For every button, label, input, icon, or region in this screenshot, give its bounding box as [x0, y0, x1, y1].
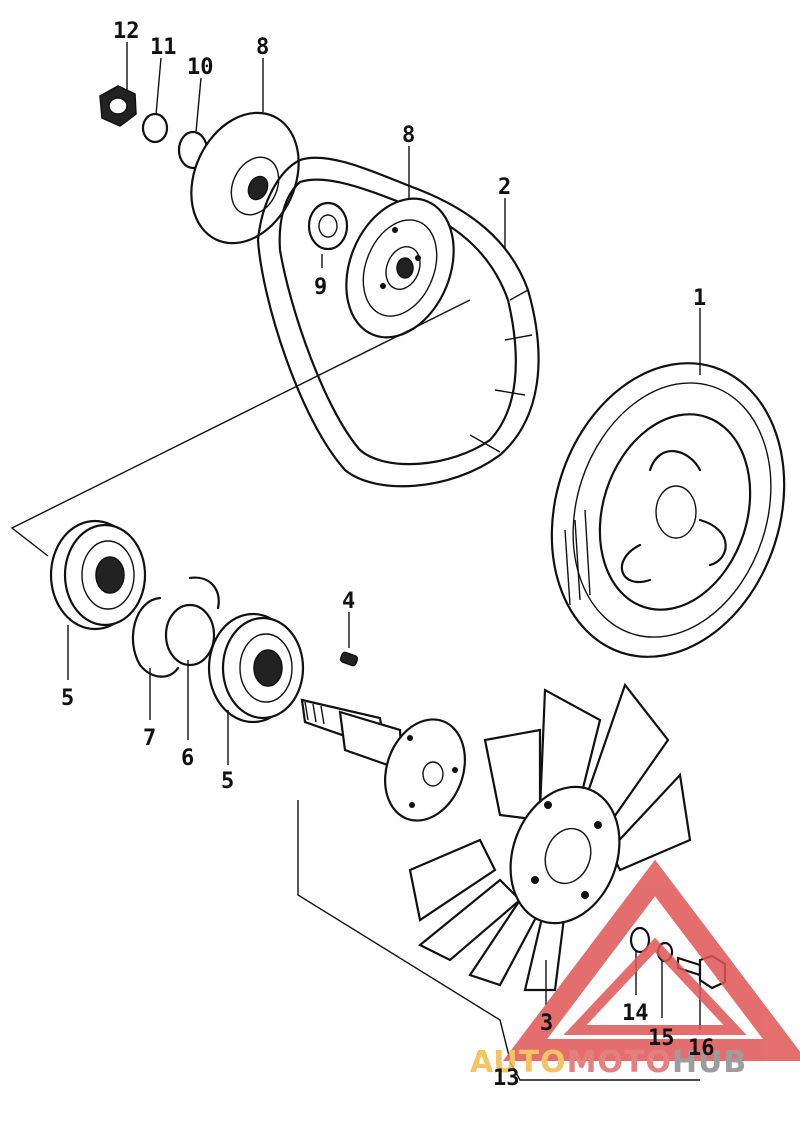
callout-4: 4 [342, 589, 355, 614]
callout-13: 13 [493, 1066, 520, 1091]
callout-9: 9 [314, 275, 327, 300]
part-shaft-with-flange [300, 698, 466, 822]
watermark-triangle [502, 859, 800, 1061]
callout-15: 15 [648, 1026, 675, 1051]
part-5-bearing-right [207, 612, 305, 724]
callout-3: 3 [540, 1011, 553, 1036]
watermark-triangle-inner [563, 937, 747, 1035]
callout-7: 7 [143, 726, 156, 751]
callout-1: 1 [693, 286, 706, 311]
callout-6: 6 [181, 746, 194, 771]
svg-text:AUTOMOTOHUB: AUTOMOTOHUB [470, 1045, 747, 1080]
watermark-hub: HUB [672, 1045, 747, 1080]
watermark-moto: MOTO [567, 1045, 672, 1080]
part-4-key [339, 651, 359, 667]
callout-5-left: 5 [61, 686, 74, 711]
callout-2: 2 [498, 175, 511, 200]
part-5-bearing-left [49, 519, 147, 631]
leader-line-upper [10, 299, 471, 557]
callouts: 12 11 10 8 8 2 9 1 4 5 7 6 5 3 14 15 16 … [61, 19, 715, 1091]
callout-12: 12 [113, 19, 140, 44]
part-11-lock-washer [141, 112, 169, 144]
part-circlip-upper [188, 576, 220, 610]
callout-16: 16 [688, 1036, 715, 1061]
callout-10: 10 [187, 55, 214, 80]
callout-11: 11 [150, 35, 177, 60]
part-14-washer [629, 926, 651, 954]
watermark-auto: AUTO [470, 1045, 567, 1080]
callout-8-rear: 8 [256, 35, 269, 60]
part-8-pulley-half-front [345, 197, 455, 339]
leader-lines [67, 42, 701, 1081]
part-9-spacer [307, 201, 349, 251]
part-8-pulley-half-rear [190, 111, 300, 245]
part-1-crank-pulley [550, 362, 786, 658]
part-7-circlip [131, 596, 180, 678]
watermark: AUTOMOTOHUB [470, 859, 800, 1080]
part-3-fan [408, 682, 692, 992]
part-6-ring [164, 603, 216, 667]
callout-14: 14 [622, 1001, 649, 1026]
callout-5-right: 5 [221, 769, 234, 794]
callout-8-front: 8 [402, 123, 415, 148]
part-12-hex-nut [99, 85, 137, 127]
